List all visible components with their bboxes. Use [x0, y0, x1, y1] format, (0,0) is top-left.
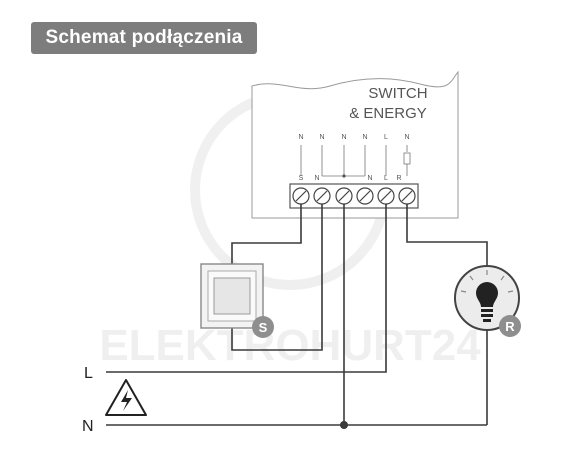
terminal-screws [292, 187, 416, 205]
top-label-4: N [362, 134, 367, 141]
terminal-label-n1: N [314, 175, 319, 182]
watermark-text: ELEKTROHURT24 [99, 321, 481, 370]
terminal-label-r: R [396, 175, 401, 182]
diagram-title: Schemat podłączenia [31, 22, 257, 54]
switch-badge: S [252, 316, 274, 338]
light-bulb-icon [454, 265, 520, 331]
switch-badge-text: S [259, 320, 268, 335]
terminal-label-n2: N [367, 175, 372, 182]
wall-switch-icon [200, 263, 264, 329]
top-label-3: N [341, 134, 346, 141]
bulb-badge: R [499, 315, 521, 337]
neutral-junction [340, 421, 348, 429]
terminal-label-s: S [299, 175, 304, 182]
top-label-5: L [384, 134, 388, 141]
module-name-line2: & ENERGY [349, 105, 427, 122]
bulb-badge-text: R [505, 319, 515, 334]
top-label-6: N [404, 134, 409, 141]
live-line-label: L [84, 365, 93, 382]
wires [106, 204, 488, 426]
module-name-line1: SWITCH [368, 85, 427, 102]
top-label-2: N [319, 134, 324, 141]
top-label-1: N [298, 134, 303, 141]
terminal-label-l: L [384, 175, 388, 182]
neutral-line-label: N [82, 418, 94, 435]
switch-energy-module: SWITCH & ENERGY N N N N L N S N [251, 70, 459, 219]
warning-icon [105, 379, 147, 416]
